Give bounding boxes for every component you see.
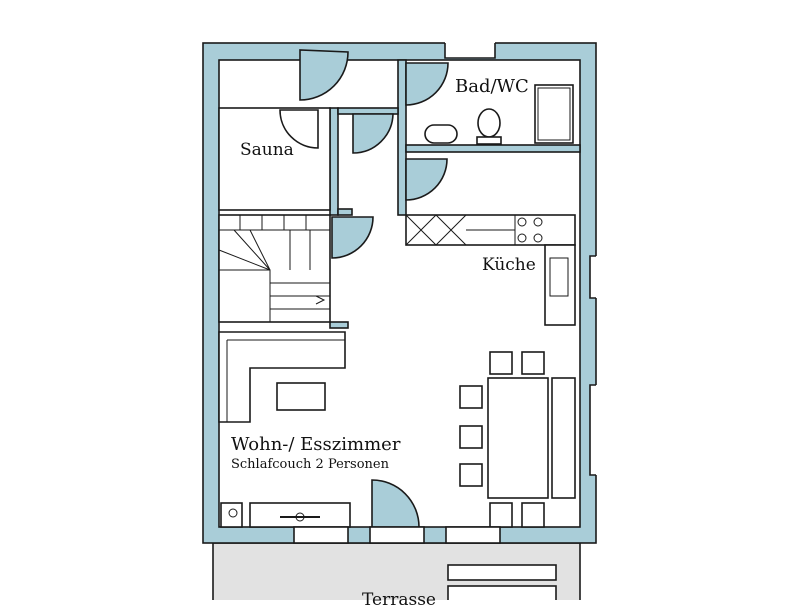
wall-notch-outline: [444, 43, 496, 59]
shower: [534, 84, 574, 144]
terrace-bench: [447, 585, 557, 600]
chair: [459, 425, 483, 449]
interior-wall: [329, 107, 339, 216]
interior-wall: [337, 208, 353, 216]
kitchen-sink: [549, 257, 569, 297]
stove-burner: [517, 233, 527, 243]
stair-steps: [218, 215, 330, 322]
chairs: [459, 351, 545, 528]
terrace-door[interactable]: [371, 479, 420, 528]
shower-tray: [537, 87, 571, 141]
wall-notch: [590, 256, 598, 298]
staircase: [218, 214, 331, 323]
wall-notch: [590, 385, 598, 475]
interior-wall: [329, 321, 349, 329]
interior-wall: [397, 59, 407, 216]
room-label-terrace: Terrasse: [362, 590, 436, 610]
chair: [459, 463, 483, 487]
room-note-sofa-bed: Schlafcouch 2 Personen: [231, 457, 389, 472]
interior-wall: [405, 144, 581, 153]
terrace-bench: [447, 564, 557, 581]
stair-arrow-icon: [315, 295, 326, 305]
room-label-kitchen: Küche: [482, 255, 536, 275]
chair: [459, 385, 483, 409]
window: [293, 526, 349, 544]
room-label-sauna: Sauna: [240, 140, 294, 160]
wall-notch-outline: [589, 255, 596, 476]
stove-burner: [533, 233, 543, 243]
sauna-door[interactable]: [279, 109, 319, 149]
sofa-backrest: [226, 339, 345, 422]
storage-door[interactable]: [405, 158, 448, 201]
tv-board: [249, 502, 351, 528]
stove-burner: [533, 217, 543, 227]
chair: [521, 351, 545, 375]
corridor-door[interactable]: [352, 113, 394, 154]
toilet-tank: [476, 136, 502, 145]
toilet: [477, 108, 501, 138]
tv-stand-icon: [295, 512, 305, 522]
wall-notch: [445, 41, 495, 58]
chair: [521, 502, 545, 528]
window: [445, 526, 501, 544]
dining-table[interactable]: [487, 377, 549, 499]
stair-door[interactable]: [331, 216, 374, 259]
room-label-living: Wohn-/ Esszimmer: [231, 434, 401, 455]
stove-icon: [228, 508, 238, 518]
entry-door[interactable]: [299, 49, 349, 101]
chair: [489, 351, 513, 375]
interior-wall: [337, 107, 399, 115]
sink: [424, 124, 458, 144]
room-label-bath: Bad/WC: [455, 76, 529, 97]
coffee-table[interactable]: [276, 382, 326, 411]
door-sill: [369, 526, 425, 544]
sideboard: [551, 377, 576, 499]
chair: [489, 502, 513, 528]
stove-burner: [517, 217, 527, 227]
sofa[interactable]: [218, 331, 346, 423]
kitchen-cabinets: [405, 214, 516, 246]
bath-door[interactable]: [405, 62, 449, 106]
